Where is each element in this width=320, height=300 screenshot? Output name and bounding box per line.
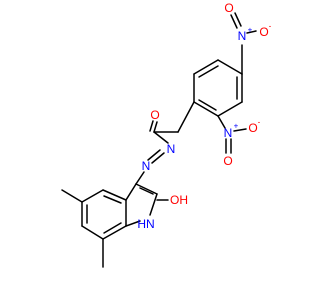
double-bond: [149, 120, 154, 132]
oxygen-atom: O: [248, 121, 257, 135]
bond: [149, 193, 158, 216]
positive-charge: +: [234, 122, 239, 131]
nitrogen-atom: N: [224, 126, 233, 140]
double-bond: [153, 121, 158, 133]
oxygen-atom: O: [224, 1, 233, 15]
bond: [125, 183, 137, 201]
acetyl-linker: O: [149, 101, 195, 144]
double-bond: [103, 222, 122, 234]
nitrogen-atom: N: [238, 29, 247, 43]
bond: [81, 225, 104, 240]
hydroxyl-group: OH: [170, 193, 188, 207]
double-bond: [147, 149, 161, 161]
bond: [246, 30, 257, 34]
bond: [81, 189, 104, 203]
bond: [193, 101, 219, 117]
amine-group: HN: [137, 217, 154, 231]
bond: [135, 183, 158, 195]
bond: [102, 225, 127, 240]
bond: [217, 101, 243, 117]
azo-linkage: N N: [135, 142, 176, 185]
negative-charge: -: [258, 118, 261, 127]
nitro-group-side: N + O - O: [217, 115, 261, 168]
bond: [233, 128, 247, 132]
double-bond: [139, 187, 154, 195]
double-bond: [230, 14, 238, 29]
indole-core: OH HN: [61, 183, 188, 268]
double-bond: [198, 99, 217, 111]
oxygen-atom: O: [259, 25, 268, 39]
double-bond: [198, 65, 219, 78]
bond: [217, 115, 226, 129]
bond: [193, 59, 219, 75]
bond: [102, 189, 127, 201]
nitro-group-top: N + O - O: [224, 1, 272, 75]
double-bond: [234, 12, 242, 27]
molecule-structure: N + O - O N + O - O O N N: [61, 1, 272, 268]
positive-charge: +: [248, 26, 253, 35]
double-bond: [103, 195, 122, 204]
carbonyl-oxygen: O: [150, 108, 159, 122]
bond: [153, 131, 169, 144]
negative-charge: -: [269, 22, 272, 31]
bond: [125, 220, 141, 227]
nitrogen-atom: N: [142, 159, 151, 173]
methyl-bond: [61, 189, 83, 203]
bond: [177, 101, 195, 133]
dinitrophenyl-ring: [193, 59, 243, 117]
oxygen-atom: O: [223, 154, 232, 168]
bond: [217, 59, 243, 75]
nitrogen-atom: N: [167, 142, 176, 156]
bond: [135, 171, 145, 185]
double-bond: [151, 152, 165, 164]
